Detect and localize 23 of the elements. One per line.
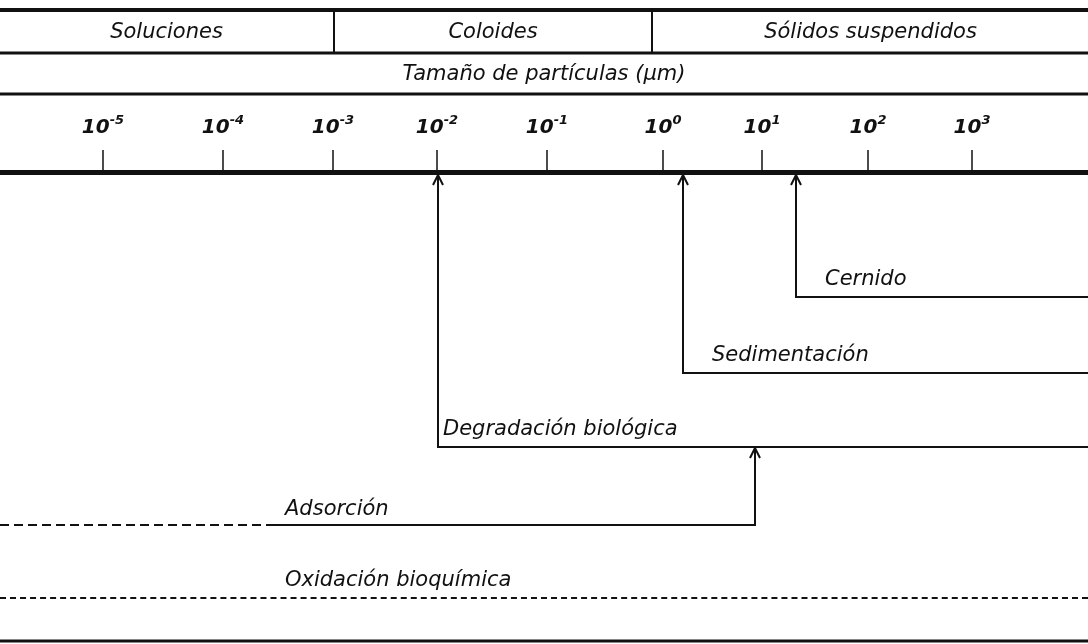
tick-label: 10$^{-3}$ bbox=[311, 112, 355, 138]
arrow bbox=[749, 447, 761, 527]
process-label: Adsorción bbox=[285, 496, 389, 520]
arrow bbox=[677, 174, 689, 375]
tick-label: 10$^{-2}$ bbox=[415, 112, 459, 138]
category-label: Tamaño de partículas (µm) bbox=[402, 61, 686, 85]
category-label: Coloides bbox=[448, 19, 538, 43]
category-label: Sólidos suspendidos bbox=[764, 19, 977, 43]
tick-label: 10$^{-4}$ bbox=[201, 112, 245, 138]
process-label: Sedimentación bbox=[712, 342, 869, 366]
process-label: Oxidación bioquímica bbox=[285, 567, 512, 591]
process-label: Degradación biológica bbox=[443, 416, 678, 440]
tick-label: 10$^{3}$ bbox=[953, 112, 991, 138]
tick-label: 10$^{2}$ bbox=[849, 112, 887, 138]
tick-label: 10$^{-1}$ bbox=[525, 112, 569, 138]
process-label: Cernido bbox=[825, 266, 907, 290]
tick-label: 10$^{1}$ bbox=[743, 112, 781, 138]
arrow bbox=[432, 174, 444, 449]
tick-label: 10$^{0}$ bbox=[644, 112, 682, 138]
scale-axis bbox=[0, 170, 1088, 175]
tick-label: 10$^{-5}$ bbox=[81, 112, 125, 138]
category-label: Soluciones bbox=[110, 19, 223, 43]
arrow bbox=[790, 174, 802, 299]
